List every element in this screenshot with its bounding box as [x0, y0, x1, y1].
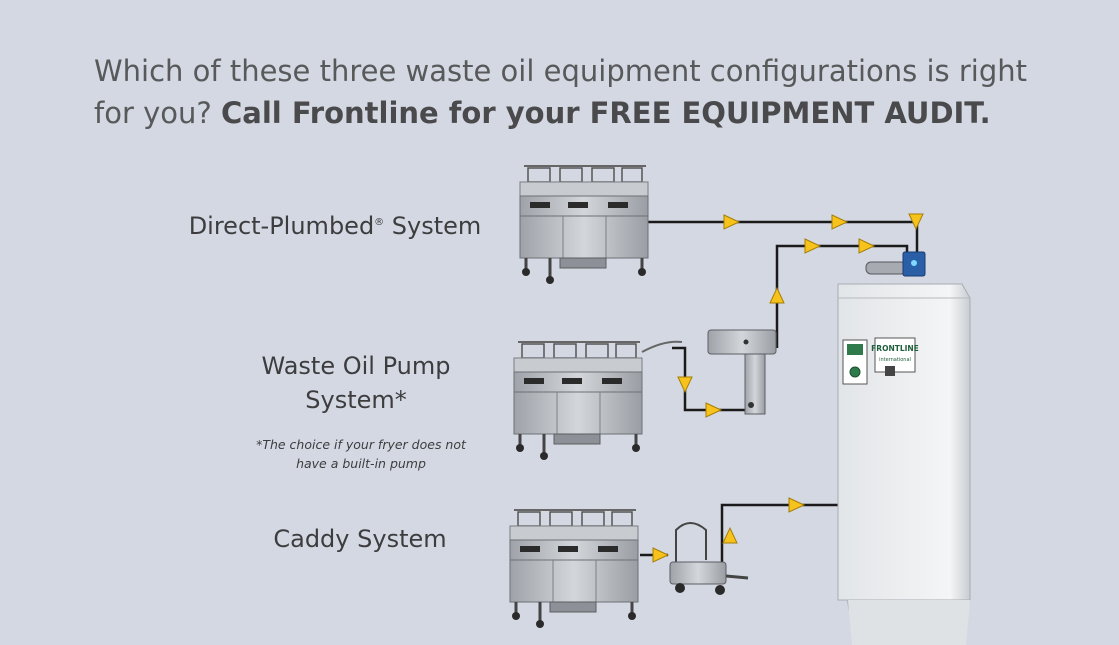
flow-arrow-right-icon — [831, 214, 848, 230]
flow-arrow-up-icon — [722, 527, 738, 544]
oil-caddy-icon — [669, 522, 749, 595]
headline-text: Which of these three waste oil equipment… — [94, 54, 1027, 130]
headline-cta: Call Frontline for your FREE EQUIPMENT A… — [221, 96, 991, 130]
tank-brand-line2: international — [879, 357, 911, 363]
trademark-symbol: ® — [374, 217, 385, 228]
tank-brand-line1: FRONTLINE — [871, 344, 919, 353]
flow-arrow-right-icon — [858, 238, 875, 254]
fryer-waste-oil-pump-icon — [512, 340, 683, 462]
pump-system-footnote: *The choice if your fryer does not have … — [256, 437, 466, 471]
flow-arrow-up-icon — [769, 287, 785, 304]
fryer-direct-plumbed-icon — [518, 164, 650, 286]
direct-plumbed-label: Direct-Plumbed® System — [188, 212, 482, 240]
headline: Which of these three waste oil equipment… — [94, 50, 1054, 134]
flow-arrow-right-icon — [705, 402, 722, 418]
waste-oil-pump-icon — [707, 329, 777, 415]
tank-inlet-pump-icon — [865, 251, 926, 277]
flow-arrow-right-icon — [804, 238, 821, 254]
fryer-caddy-icon — [508, 508, 640, 630]
caddy-system-label: Caddy System — [273, 525, 447, 553]
flow-arrow-right-icon — [788, 497, 805, 513]
waste-oil-tank-icon: FRONTLINE international — [837, 283, 971, 645]
waste-oil-pump-label: Waste Oil Pump System* — [261, 352, 451, 414]
flow-arrow-right-icon — [723, 214, 740, 230]
flow-arrow-down-icon — [677, 376, 693, 393]
flow-arrow-right-icon — [652, 547, 669, 563]
